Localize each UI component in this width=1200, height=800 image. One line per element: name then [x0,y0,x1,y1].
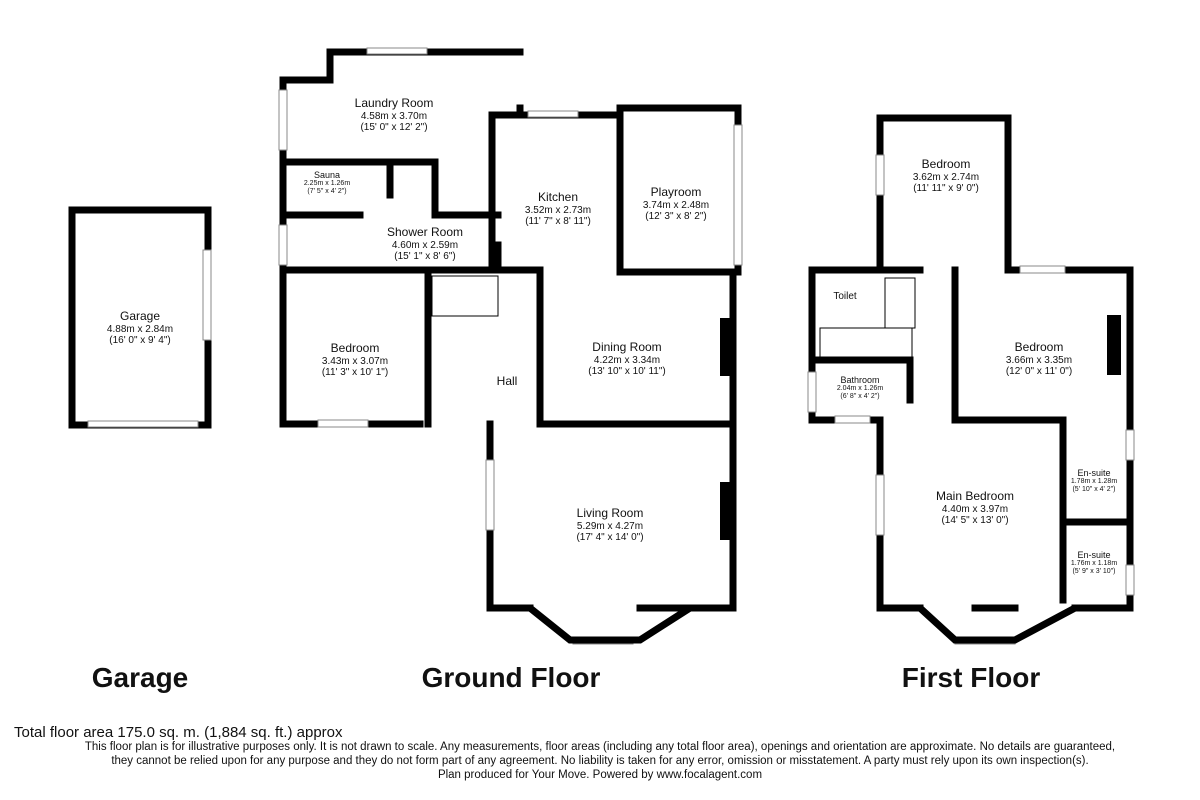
room-label-hall: Hall [496,374,518,389]
room-label-playroom: Playroom 3.74m x 2.48m (12' 3" x 8' 2") [642,185,710,223]
room-name: Hall [496,374,518,388]
room-metric: 1.76m x 1.18m [1070,560,1118,568]
room-imperial: (17' 4" x 14' 0") [576,532,644,544]
room-name: Dining Room [592,340,662,354]
floor-title-ground: Ground Floor [421,662,601,693]
room-name: Main Bedroom [935,489,1015,503]
room-imperial: (15' 0" x 12' 2") [360,122,428,134]
room-imperial: (6' 8" x 4' 2") [840,393,880,401]
room-label-living-room: Living Room 5.29m x 4.27m (17' 4" x 14' … [576,506,644,544]
disclaimer-line-1: This floor plan is for illustrative purp… [84,741,1116,753]
room-imperial: (12' 3" x 8' 2") [645,211,707,223]
room-name: Bedroom [330,341,380,355]
room-name: Bathroom [840,375,880,385]
room-name: Toilet [833,291,857,302]
room-metric: 4.88m x 2.84m [106,323,174,335]
room-metric: 1.78m x 1.28m [1070,478,1118,486]
floor-title-garage: Garage [91,662,189,693]
room-imperial: (14' 5" x 13' 0") [941,515,1009,527]
room-label-bedroom-first: Bedroom 3.66m x 3.35m (12' 0" x 11' 0") [1005,340,1073,378]
room-label-bedroom-small: Bedroom 3.62m x 2.74m (11' 11" x 9' 0") [912,157,980,195]
disclaimer-line-2: they cannot be relied upon for any purpo… [111,755,1089,767]
ground-floor-outer-wall [279,48,737,612]
room-label-shower-room: Shower Room 4.60m x 2.59m (15' 1" x 8' 6… [386,225,464,263]
credit-line: Plan produced for Your Move. Powered by … [437,769,763,781]
room-metric: 4.60m x 2.59m [391,239,459,251]
room-name: Kitchen [537,190,579,204]
room-name: Playroom [650,185,702,199]
room-label-sauna: Sauna 2.25m x 1.26m (7' 5" x 4' 2") [304,170,350,196]
room-name: En-suite [1077,550,1111,560]
room-imperial: (7' 5" x 4' 2") [307,188,347,196]
room-name: Living Room [576,506,644,520]
room-label-en-suite-2: En-suite 1.76m x 1.18m (5' 9" x 3' 10") [1071,550,1117,576]
room-imperial: (11' 7" x 8' 11") [525,216,591,228]
room-metric: 5.29m x 4.27m [576,520,644,532]
room-imperial: (15' 1" x 8' 6") [394,251,456,263]
room-name: Bedroom [1014,340,1064,354]
room-label-laundry-room: Laundry Room 4.58m x 3.70m (15' 0" x 12'… [354,96,434,134]
room-metric: 2.25m x 1.26m [303,180,351,188]
room-metric: 3.43m x 3.07m [321,355,389,367]
room-metric: 4.40m x 3.97m [941,503,1009,515]
room-imperial: (12' 0" x 11' 0") [1005,366,1073,378]
room-imperial: (16' 0" x 9' 4") [109,335,171,347]
room-imperial: (11' 3" x 10' 1") [321,367,389,379]
floor-title-first: First Floor [901,662,1041,693]
room-metric: 3.52m x 2.73m [524,204,592,216]
room-label-garage: Garage 4.88m x 2.84m (16' 0" x 9' 4") [106,309,174,347]
room-imperial: (5' 9" x 3' 10") [1072,568,1116,576]
room-label-dining-room: Dining Room 4.22m x 3.34m (13' 10" x 10'… [588,340,666,378]
room-label-toilet: Toilet [833,291,856,303]
room-imperial: (5' 10" x 4' 2") [1072,486,1116,494]
room-name: Sauna [313,170,341,180]
room-imperial: (13' 10" x 10' 11") [588,366,666,378]
room-name: Laundry Room [354,96,434,110]
room-label-kitchen: Kitchen 3.52m x 2.73m (11' 7" x 8' 11") [524,190,592,228]
room-metric: 4.58m x 3.70m [360,110,428,122]
room-label-en-suite-1: En-suite 1.78m x 1.28m (5' 10" x 4' 2") [1071,468,1117,494]
room-name: En-suite [1077,468,1111,478]
room-label-bedroom-ground: Bedroom 3.43m x 3.07m (11' 3" x 10' 1") [321,341,389,379]
room-name: Shower Room [386,225,464,239]
room-label-bathroom: Bathroom 2.04m x 1.26m (6' 8" x 4' 2") [837,375,883,401]
room-metric: 2.04m x 1.26m [836,385,884,393]
total-floor-area: Total floor area 175.0 sq. m. (1,884 sq.… [14,724,343,741]
room-metric: 4.22m x 3.34m [593,354,661,366]
room-name: Bedroom [921,157,971,171]
room-metric: 3.66m x 3.35m [1005,354,1073,366]
room-metric: 3.74m x 2.48m [642,199,710,211]
room-label-main-bedroom: Main Bedroom 4.40m x 3.97m (14' 5" x 13'… [935,489,1015,527]
room-imperial: (11' 11" x 9' 0") [913,183,979,195]
room-name: Garage [119,309,161,323]
room-metric: 3.62m x 2.74m [912,171,980,183]
